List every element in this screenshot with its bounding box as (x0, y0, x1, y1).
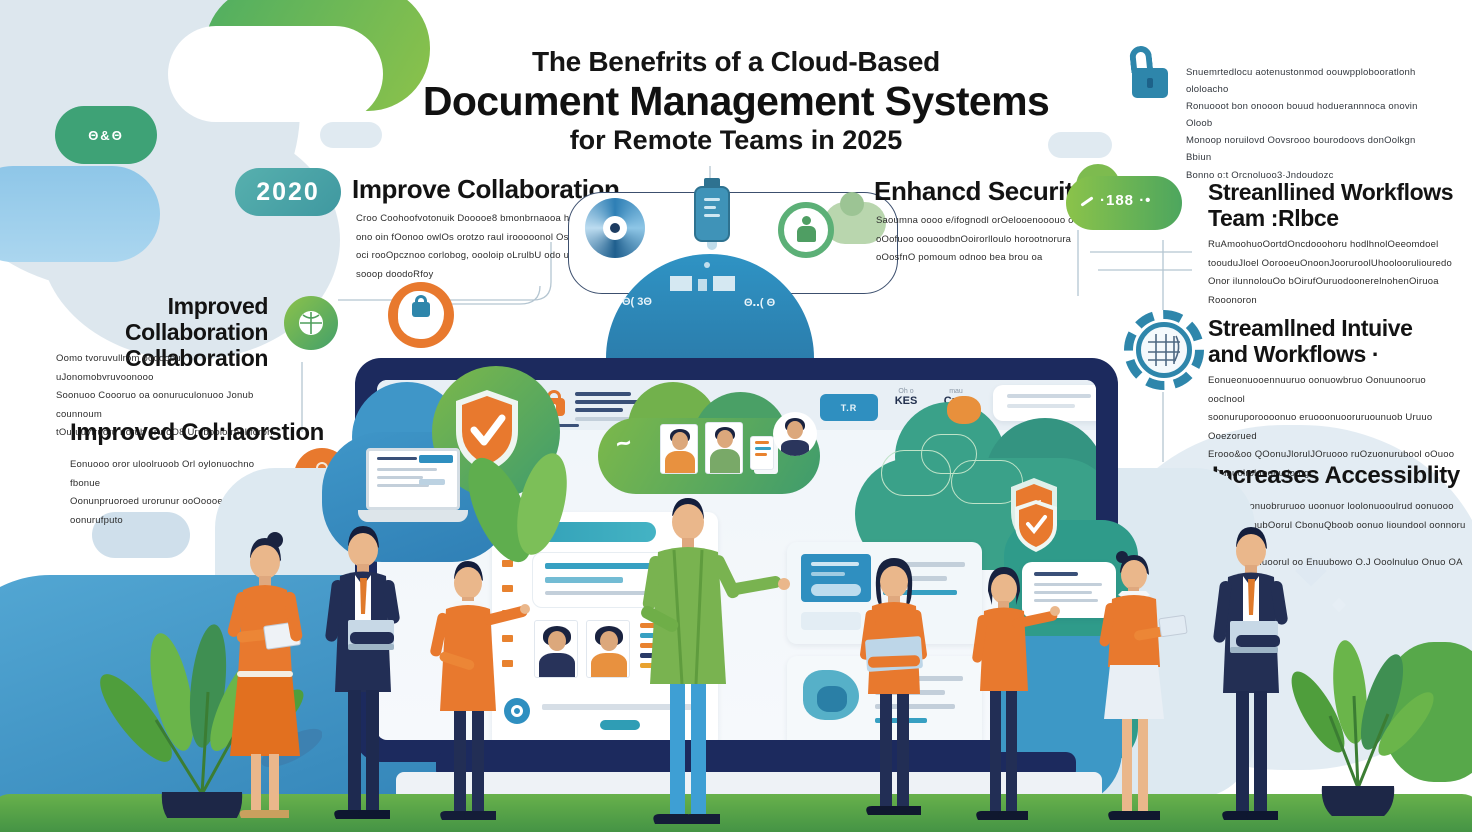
arch-glyphs-left: Θ( 3Θ (622, 296, 652, 308)
big-leaves-center (468, 453, 567, 563)
kiosk-card (1022, 562, 1116, 618)
doc-stack-icon (750, 436, 780, 476)
cloud-tiny-2 (1048, 132, 1112, 158)
mini-cloud-glyphs: Θ&Θ (88, 127, 124, 143)
year-badge: 2020 (235, 168, 341, 216)
year-badge-label: 2020 (256, 177, 320, 206)
text-streamlined-workflows: RuAmoohuoOortdOncdooohoru hodlhnolOeeomd… (1208, 239, 1452, 306)
screen-stat-1: Oh o KES (894, 388, 918, 407)
top-right-note: Snuemrtedlocu aotenustonmod oouwpploboor… (1186, 67, 1418, 181)
gear-globe-icon (1124, 310, 1204, 390)
globe-circle-icon (284, 296, 338, 350)
screen-doc-lines-2 (543, 424, 583, 432)
screen-green-cloud: ~ (598, 382, 820, 494)
plant-right (1291, 640, 1434, 816)
member-photo-1 (660, 424, 698, 474)
person-man-suit-1 (325, 526, 400, 819)
padlock-open-icon (1128, 44, 1170, 102)
shield-check-kiosk (1015, 500, 1057, 552)
heading-improve-collaboration: Improve Collaboration (352, 174, 620, 204)
shield-ring-icon (388, 282, 454, 348)
title-line-2: Document Management Systems (422, 78, 1050, 124)
panel-photo-2 (586, 620, 630, 678)
person-woman-bob-laptop (860, 558, 927, 815)
cloud-tiny-1 (320, 122, 382, 148)
cloud-pale-left-mid (92, 512, 190, 558)
cloud-figure-icon (778, 192, 888, 264)
cloud-blue-topleft (0, 166, 160, 262)
screen-topbar-card (993, 385, 1096, 421)
title-line-1: The Benefrits of a Cloud-Based (532, 46, 940, 77)
shield-check-main (456, 390, 518, 472)
heading-streamlined-intuitive: Streamllned Intuive and Workflows · (1208, 315, 1413, 367)
heading-increases-accessibility: Increases Accessiblity (1212, 462, 1460, 489)
cloud-white-top (168, 26, 383, 122)
panel-footer-row (504, 694, 704, 738)
arch-glyphs-right: Θ‥( Θ (744, 297, 776, 309)
panel-photo-1 (534, 620, 578, 678)
screen-doc-lines (575, 390, 665, 424)
person-man-green-jacket (641, 498, 790, 824)
arch-tiles (670, 276, 750, 292)
arch-dot (704, 262, 710, 268)
person-woman-white-skirt (1099, 551, 1188, 820)
screen-blue-button: T.R (820, 394, 878, 421)
flask-icon (694, 178, 730, 250)
title-line-3: for Remote Teams in 2025 (569, 125, 903, 155)
stat-cloud-badge: ·188 ·• (1066, 164, 1182, 230)
laptop-overlay (358, 448, 468, 528)
member-photo-3 (773, 412, 817, 456)
person-man-suit-2 (1213, 527, 1288, 820)
member-photo-2 (705, 422, 743, 474)
heading-improved-collaboration: Improved Collaboration Collaboration (124, 293, 268, 371)
text-improved-collaboration: Oomo tvoruvullrom oooooou uJonomobvruvoo… (56, 353, 276, 439)
cloud-mini-green: Θ&Θ (55, 106, 157, 164)
page-title: The Benefrits of a Cloud-Based Document … (336, 46, 1136, 156)
heading-enhanced-security: Enhancd Security (874, 176, 1088, 206)
person-man-orange-sweater (430, 561, 530, 820)
heading-improved-collaboration-2: Improved Col:laorstion (70, 419, 324, 446)
stat-cloud-value: ·188 ·• (1100, 192, 1152, 209)
person-woman-orange-dress (227, 532, 303, 818)
swirl-icon (585, 198, 645, 258)
screen-blue-button-label: T.R (840, 402, 858, 413)
text-streamlined-intuitive: Eonueonuooennuuruo oonuowbruo Oonuunooru… (1208, 375, 1455, 479)
person-woman-orange-2 (972, 567, 1060, 820)
heading-streamlined-workflows: Streanllined Workflows Team :Rlbce (1208, 179, 1454, 231)
